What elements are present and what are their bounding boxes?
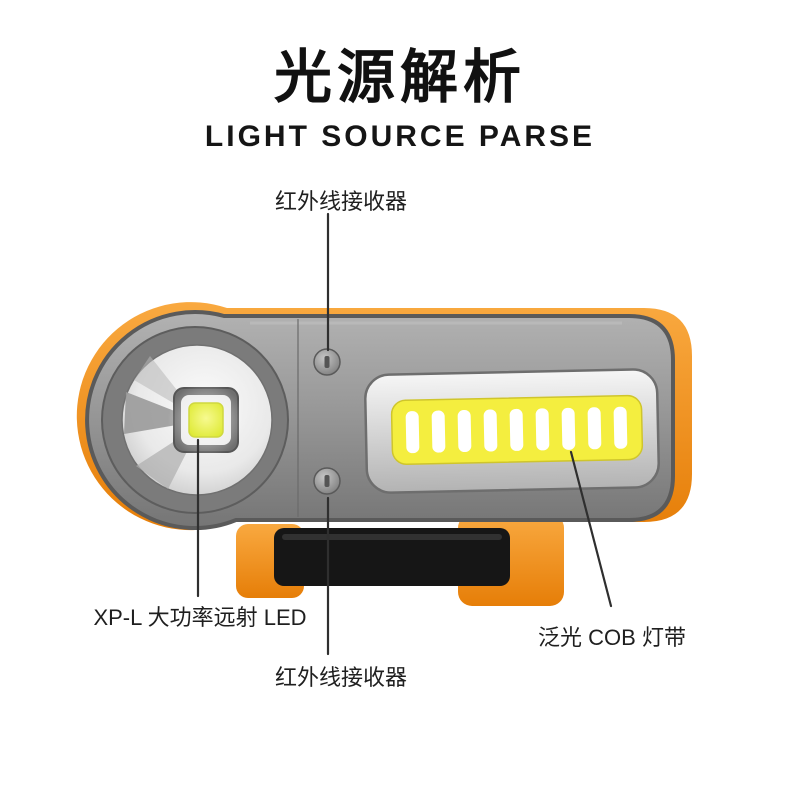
callout-ir-receiver-top: 红外线接收器: [274, 189, 408, 214]
spotlight-head: [101, 326, 289, 514]
leader-line-cob: [569, 450, 613, 608]
clip-black-bar: [274, 528, 510, 586]
page-title: 光源解析: [273, 45, 526, 110]
callout-ir-receiver-bottom: 红外线接收器: [274, 665, 408, 690]
clip-highlight: [282, 534, 502, 540]
page-subtitle: LIGHT SOURCE PARSE: [204, 120, 596, 153]
leader-lines: [196, 212, 613, 656]
cob-panel: [364, 368, 660, 494]
xpl-led-chip: [188, 402, 224, 438]
callout-xpl-led: XP-L 大功率远射 LED: [93, 605, 307, 630]
ir-receiver-bottom: [313, 467, 341, 495]
header: 光源解析 LIGHT SOURCE PARSE: [0, 0, 800, 154]
clip: [236, 514, 564, 606]
callout-cob-strip: 泛光 COB 灯带: [538, 625, 686, 650]
ir-receiver-top: [313, 348, 341, 376]
cob-segments: [405, 406, 628, 454]
